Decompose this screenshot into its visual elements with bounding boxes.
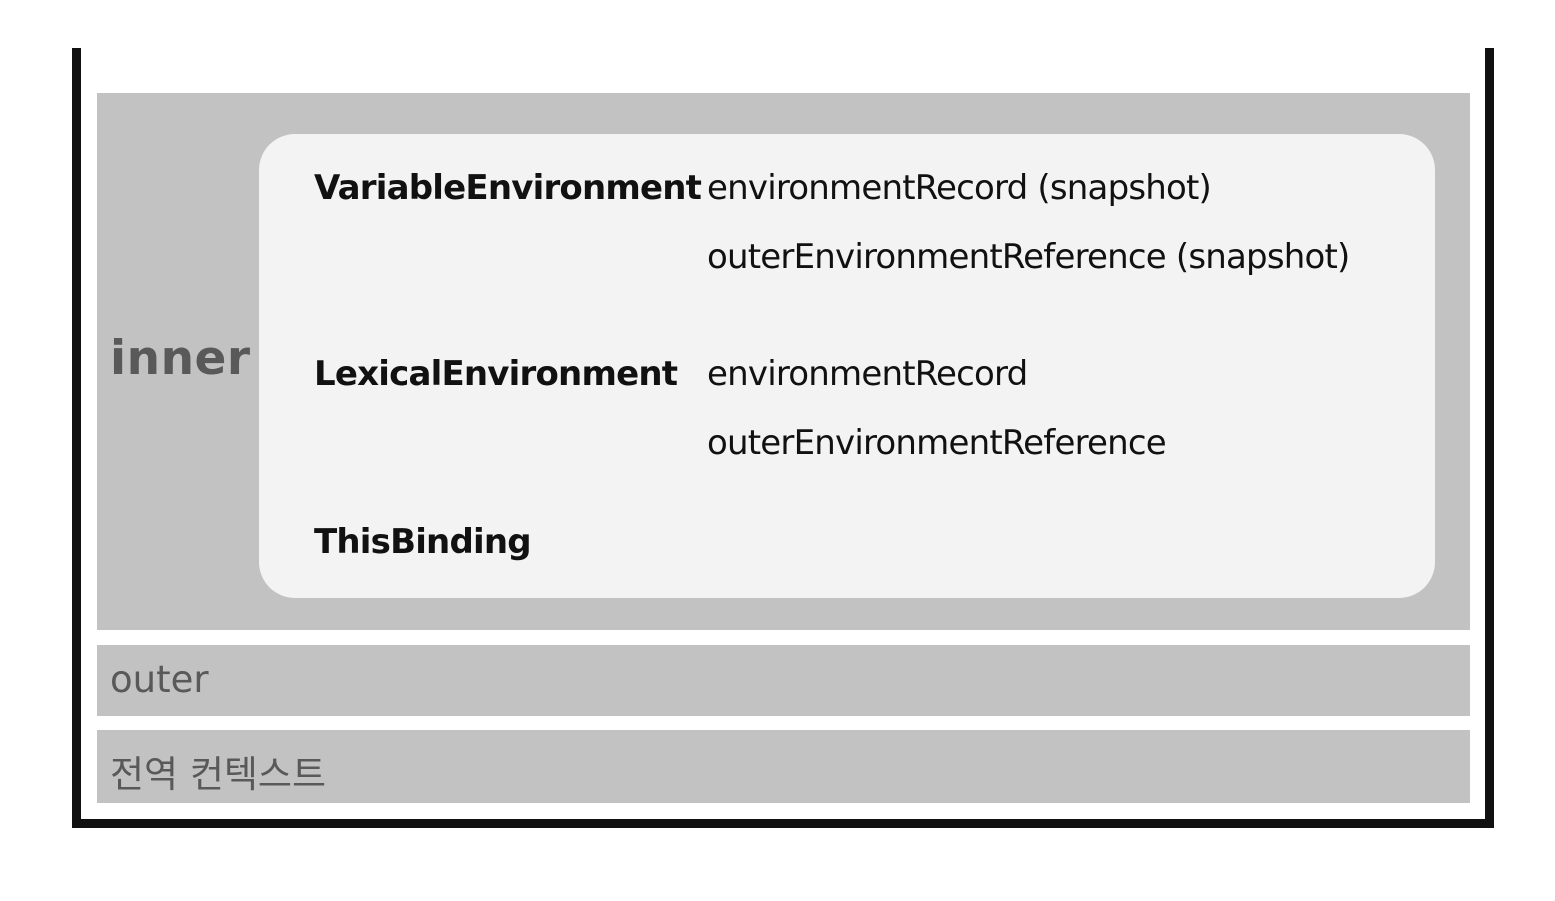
outer-frame-label: outer (110, 658, 209, 701)
lexical-environment-label: LexicalEnvironment (314, 354, 678, 394)
lexical-environment-record: environmentRecord (707, 354, 1028, 394)
execution-context-panel: VariableEnvironment environmentRecord (s… (259, 134, 1435, 598)
variable-environment-label: VariableEnvironment (314, 168, 702, 208)
call-stack-container (72, 48, 1494, 828)
inner-frame-label: inner (110, 331, 251, 386)
variable-environment-outer-reference: outerEnvironmentReference (snapshot) (707, 237, 1350, 277)
global-frame-label: 전역 컨텍스트 (110, 753, 327, 796)
lexical-environment-outer-reference: outerEnvironmentReference (707, 423, 1167, 463)
this-binding-label: ThisBinding (314, 522, 532, 562)
outer-context-frame: outer (97, 645, 1470, 716)
variable-environment-record: environmentRecord (snapshot) (707, 168, 1212, 208)
inner-context-frame: inner VariableEnvironment environmentRec… (97, 93, 1470, 630)
global-context-frame: 전역 컨텍스트 (97, 730, 1470, 803)
